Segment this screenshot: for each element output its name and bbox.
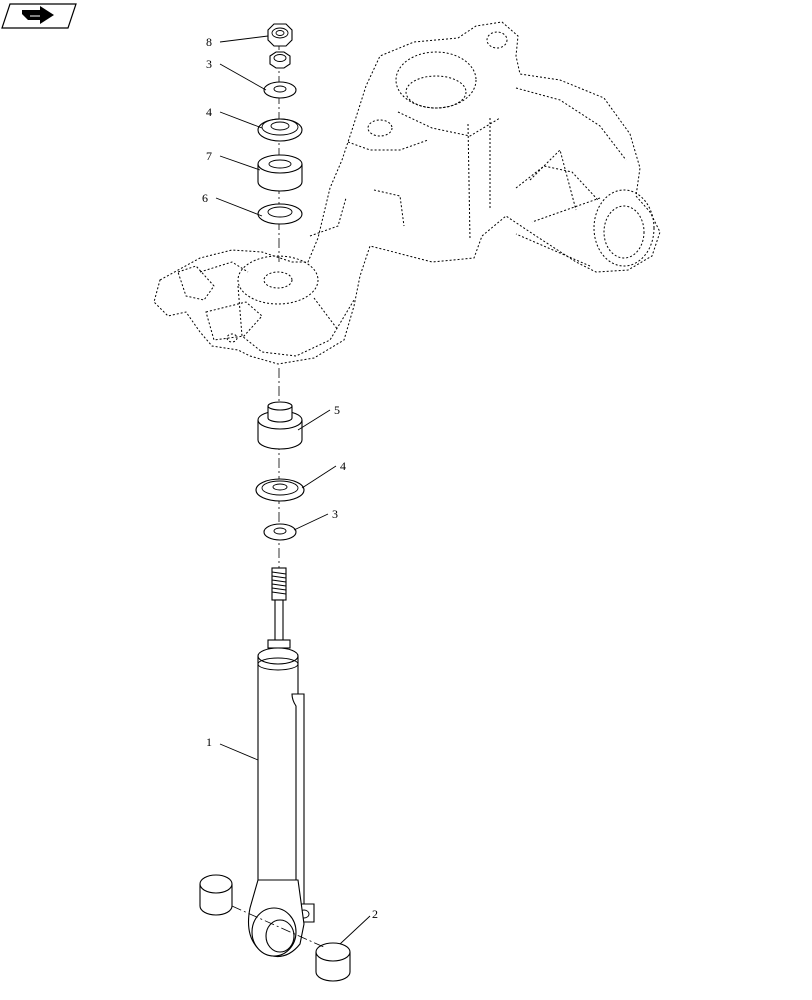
cup-washer-upper-part (257, 118, 303, 142)
leader-4b (301, 465, 337, 489)
callout-4-lower: 4 (340, 459, 346, 473)
callout-3-lower: 3 (332, 507, 338, 521)
leader-4a (219, 111, 263, 129)
callout-7: 7 (206, 149, 212, 163)
lower-bushing-part (257, 401, 303, 450)
shock-absorber-part (247, 567, 315, 958)
leader-3b (293, 513, 329, 531)
callout-2: 2 (372, 907, 378, 921)
leader-5 (297, 409, 331, 431)
callout-8: 8 (206, 35, 212, 49)
leader-8 (219, 35, 269, 43)
callout-6: 6 (202, 191, 208, 205)
nut-part (267, 23, 293, 47)
lock-nut-part (269, 51, 291, 69)
washer-upper-part (263, 81, 297, 99)
callout-3-upper: 3 (206, 57, 212, 71)
cup-washer-lower-part (255, 478, 305, 502)
next-page-arrow-icon[interactable] (1, 3, 77, 29)
eye-axis (231, 905, 327, 949)
steering-knuckle-outline (153, 21, 661, 365)
leader-7 (219, 155, 261, 171)
upper-bushing-part (257, 154, 303, 192)
callout-5: 5 (334, 403, 340, 417)
leader-2 (339, 915, 371, 945)
leader-1 (219, 743, 259, 761)
leader-6 (215, 197, 263, 217)
eye-bushing-right-part (315, 942, 351, 982)
eye-bushing-left-part (199, 874, 233, 916)
callout-4-upper: 4 (206, 105, 212, 119)
washer-lower-part (263, 523, 297, 541)
leader-3a (219, 63, 267, 91)
flat-washer-part (257, 203, 303, 225)
callout-1: 1 (206, 735, 212, 749)
